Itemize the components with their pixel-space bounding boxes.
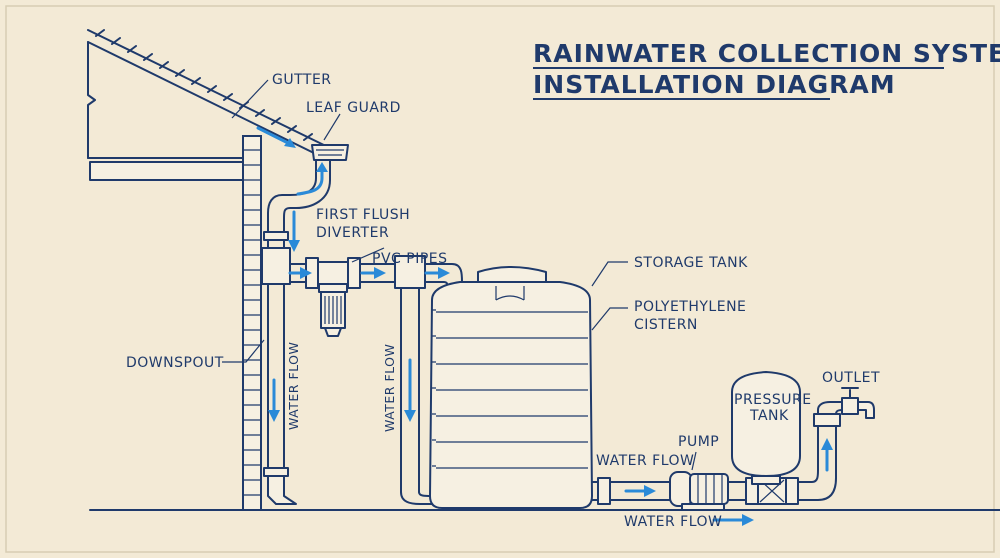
label-water-flow-bottom: WATER FLOW (624, 514, 722, 530)
title-line-2: INSTALLATION DIAGRAM (533, 70, 896, 99)
label-pressure: PRESSURE (734, 392, 812, 408)
outflow-pipe (591, 477, 673, 505)
house-wall (242, 135, 262, 511)
pump (669, 471, 751, 511)
label-first-flush-1: FIRST FLUSH (316, 207, 410, 223)
downspout (261, 159, 331, 505)
label-water-flow-pipe: WATER FLOW (382, 344, 397, 432)
label-gutter: GUTTER (272, 72, 332, 88)
label-pump: PUMP (678, 434, 719, 450)
label-tank: TANK (749, 408, 789, 424)
label-cistern: CISTERN (634, 317, 698, 333)
flow-arrows (256, 126, 833, 526)
label-outlet: OUTLET (822, 370, 880, 386)
label-water-flow-pump: WATER FLOW (596, 453, 694, 469)
label-polyethylene: POLYETHYLENE (634, 299, 746, 315)
pressure-tank (731, 371, 801, 485)
paper-border (5, 5, 995, 553)
label-pvc-pipes: PVC PIPES (372, 251, 448, 267)
outlet-faucet-icon (841, 387, 875, 419)
house-beam (87, 157, 251, 181)
title-line-1: RAINWATER COLLECTION SYSTEM (533, 39, 1000, 68)
house-roof (87, 29, 331, 159)
pvc-pipe-horizontal (289, 255, 463, 505)
first-flush-filter (318, 283, 348, 337)
label-storage-tank: STORAGE TANK (634, 255, 748, 271)
label-first-flush-2: DIVERTER (316, 225, 389, 241)
storage-tank (429, 266, 593, 509)
label-water-flow-downspout: WATER FLOW (286, 342, 301, 430)
leader-lines (222, 79, 697, 471)
label-leaf-guard: LEAF GUARD (306, 100, 401, 116)
gutter (311, 144, 349, 161)
label-downspout: DOWNSPOUT (126, 355, 224, 371)
